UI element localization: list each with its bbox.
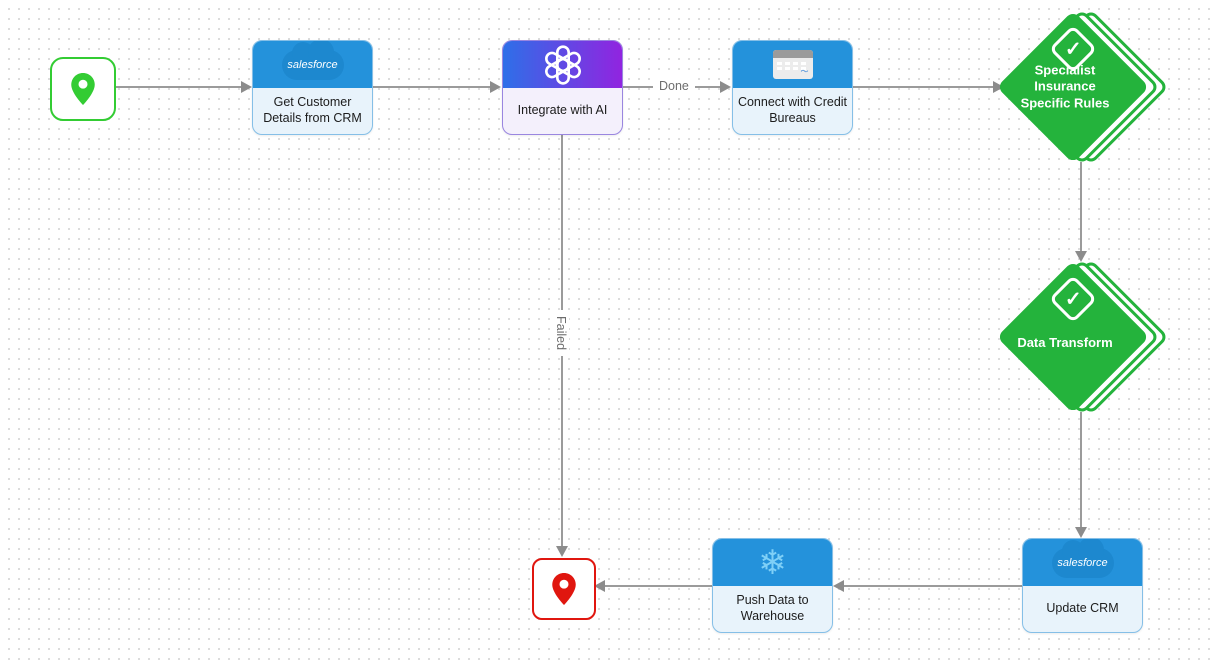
node-header: ❄ (713, 539, 832, 586)
edge-transform-to-updatecrm[interactable] (1080, 412, 1082, 528)
arrowhead-icon (556, 546, 568, 557)
salesforce-logo-text: salesforce (287, 58, 338, 71)
map-pin-icon (552, 573, 576, 605)
edge-updatecrm-to-warehouse[interactable] (844, 585, 1022, 587)
node-header: salesforce (253, 41, 372, 88)
salesforce-logo-icon: salesforce (1051, 539, 1114, 578)
node-header: salesforce (1023, 539, 1142, 586)
end-node[interactable] (532, 558, 596, 620)
card-stripe (772, 50, 813, 58)
node-label: Push Data to Warehouse (736, 593, 809, 623)
node-label: Get Customer Details from CRM (263, 95, 362, 125)
arrowhead-icon (490, 81, 501, 93)
node-connect-credit-bureaus[interactable]: 〜 Connect with Credit Bureaus (732, 40, 853, 135)
node-update-crm[interactable]: salesforce Update CRM (1022, 538, 1143, 633)
node-label: Data Transform (1017, 334, 1113, 350)
map-pin-icon (71, 73, 95, 105)
edge-start-to-crm[interactable] (112, 86, 242, 88)
salesforce-logo-icon: salesforce (281, 41, 344, 80)
arrowhead-icon (720, 81, 731, 93)
openai-logo-icon (544, 44, 581, 85)
edge-warehouse-to-end[interactable] (604, 585, 712, 587)
start-node[interactable] (50, 57, 116, 121)
salesforce-logo-text: salesforce (1057, 556, 1108, 569)
node-push-data-warehouse[interactable]: ❄ Push Data to Warehouse (712, 538, 833, 633)
arrowhead-icon (594, 580, 605, 592)
arrowhead-icon (241, 81, 252, 93)
node-header (503, 41, 622, 88)
edge-rules-to-transform[interactable] (1080, 162, 1082, 252)
arrowhead-icon (1075, 527, 1087, 538)
credit-card-icon: 〜 (772, 50, 813, 79)
edge-crm-to-ai[interactable] (371, 86, 491, 88)
node-data-transform[interactable]: ✓ Data Transform (996, 259, 1169, 415)
card-row (776, 67, 809, 70)
node-label: Specialist Insurance Specific Rules (1020, 62, 1110, 111)
edge-label-done: Done (653, 78, 695, 94)
node-integrate-with-ai[interactable]: Integrate with AI (502, 40, 623, 135)
edge-label-failed: Failed (553, 310, 569, 357)
card-signature: 〜 (800, 67, 809, 76)
node-label: Connect with Credit Bureaus (737, 95, 848, 125)
node-specialist-insurance-rules[interactable]: ✓ Specialist Insurance Specific Rules (996, 9, 1169, 165)
node-label: Integrate with AI (517, 103, 608, 118)
card-row (776, 62, 809, 65)
edge-credit-to-rules[interactable] (851, 86, 994, 88)
node-header: 〜 (733, 41, 852, 88)
arrowhead-icon (1075, 251, 1087, 262)
arrowhead-icon (833, 580, 844, 592)
snowflake-icon: ❄ (758, 543, 787, 582)
node-get-customer-details[interactable]: salesforce Get Customer Details from CRM (252, 40, 373, 135)
node-label: Update CRM (1046, 601, 1119, 616)
